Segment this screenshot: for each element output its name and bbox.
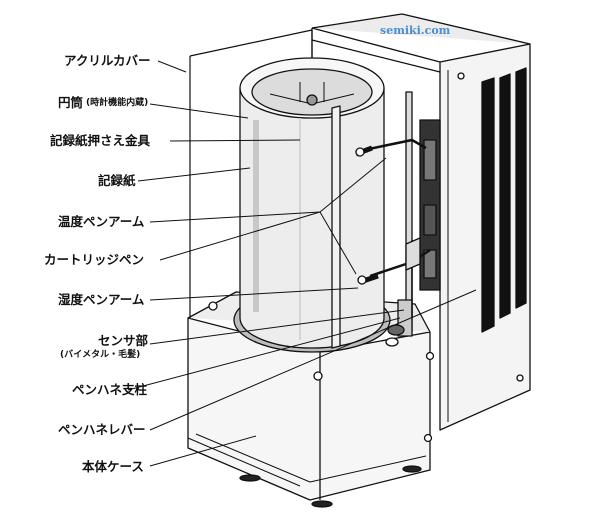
back-housing (311, 13, 531, 431)
label-cartridge-pen: カートリッジペン (44, 252, 145, 267)
label-sensor: センサ部 (98, 333, 149, 348)
label-temp-pen-arm: 温度ペンアーム (58, 214, 145, 229)
acrylic-cover (189, 29, 441, 318)
label-cylinder-note: (時計機能内蔵) (86, 98, 149, 108)
label-pen-lift-post: ペンハネ支柱 (72, 382, 148, 397)
drum-cylinder (239, 57, 385, 349)
pen-arms (355, 138, 431, 318)
label-cylinder: 円筒 (58, 95, 84, 110)
label-sensor-note: (バイメタル・毛髪) (60, 350, 141, 360)
label-recording-paper: 記録紙 (98, 173, 136, 188)
label-humidity-pen-arm: 湿度ペンアーム (58, 292, 145, 307)
watermark: semiki.com (380, 24, 451, 37)
label-acrylic-cover: アクリルカバー (64, 53, 151, 68)
label-main-case: 本体ケース (82, 459, 144, 474)
label-paper-clamp: 記録紙押さえ金具 (50, 133, 151, 148)
sensor-assembly (385, 91, 413, 347)
leader-lines (127, 60, 477, 467)
label-pen-lift-lever: ペンハネレバー (58, 422, 146, 437)
